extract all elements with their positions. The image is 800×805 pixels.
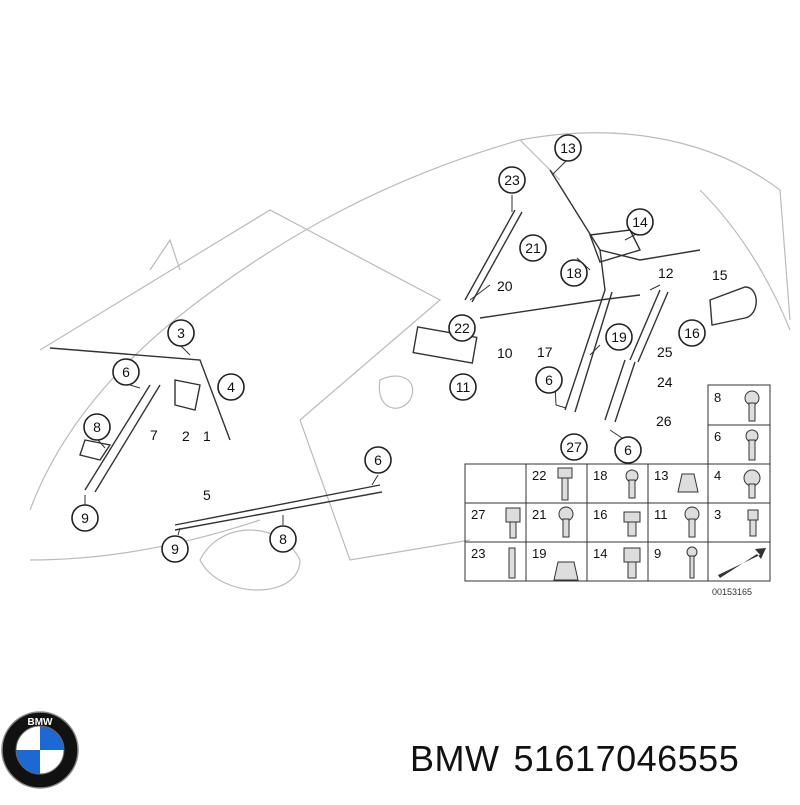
part-label-25: 25: [657, 344, 673, 360]
grid-part-16: 16: [593, 507, 607, 522]
callout-6: 6: [535, 366, 563, 394]
callout-9: 9: [161, 535, 189, 563]
parts-grid: [464, 384, 771, 582]
part-label-20: 20: [497, 278, 513, 294]
grid-part-23: 23: [471, 546, 485, 561]
grid-part-6: 6: [714, 429, 721, 444]
car-outline: [29, 132, 791, 591]
svg-text:19: 19: [611, 329, 627, 345]
svg-text:9: 9: [171, 541, 179, 557]
grid-part-18: 18: [593, 468, 607, 483]
callout-27: 27: [560, 433, 588, 461]
svg-text:22: 22: [454, 320, 470, 336]
callout-6: 6: [614, 436, 642, 464]
grid-part-19: 19: [532, 546, 546, 561]
callout-6: 6: [112, 358, 140, 386]
callout-21: 21: [519, 234, 547, 262]
leader-lines: [84, 159, 661, 536]
part-label-5: 5: [203, 487, 211, 503]
part-label-24: 24: [657, 374, 673, 390]
svg-text:4: 4: [227, 379, 235, 395]
part-label-2: 2: [182, 428, 190, 444]
svg-text:9: 9: [81, 510, 89, 526]
grid-part-3: 3: [714, 507, 721, 522]
bmw-logo-lettering: BMW: [28, 717, 54, 728]
svg-text:6: 6: [545, 372, 553, 388]
grid-part-22: 22: [532, 468, 546, 483]
grid-part-13: 13: [654, 468, 668, 483]
svg-text:6: 6: [624, 442, 632, 458]
grid-part-8: 8: [714, 390, 721, 405]
part-number: 51617046555: [513, 738, 740, 779]
svg-text:8: 8: [93, 419, 101, 435]
callout-22: 22: [448, 314, 476, 342]
svg-text:23: 23: [504, 172, 520, 188]
svg-text:27: 27: [566, 439, 582, 455]
svg-text:3: 3: [177, 325, 185, 341]
part-label-1: 1: [203, 428, 211, 444]
svg-text:8: 8: [279, 531, 287, 547]
callout-3: 3: [167, 319, 195, 347]
callout-19: 19: [605, 323, 633, 351]
footer-caption: BMW 51617046555: [410, 738, 753, 780]
callout-6: 6: [364, 446, 392, 474]
part-label-15: 15: [712, 267, 728, 283]
drawing-number: 00153165: [712, 587, 752, 597]
brand-name: BMW: [410, 738, 500, 779]
callout-11: 11: [449, 373, 477, 401]
grid-part-14: 14: [593, 546, 607, 561]
callout-16: 16: [678, 319, 706, 347]
part-label-7: 7: [150, 427, 158, 443]
grid-part-11: 11: [654, 507, 668, 522]
part-label-26: 26: [656, 413, 672, 429]
svg-text:11: 11: [456, 379, 471, 395]
callout-4: 4: [217, 373, 245, 401]
svg-text:6: 6: [122, 364, 130, 380]
grid-part-4: 4: [714, 468, 721, 483]
callout-9: 9: [71, 504, 99, 532]
callout-14: 14: [626, 208, 654, 236]
svg-text:16: 16: [684, 325, 700, 341]
callout-8: 8: [83, 413, 111, 441]
svg-text:18: 18: [566, 265, 582, 281]
svg-text:14: 14: [632, 214, 648, 230]
grid-part-27: 27: [471, 507, 485, 522]
part-label-12: 12: [658, 265, 674, 281]
callout-23: 23: [498, 166, 526, 194]
svg-text:21: 21: [525, 240, 541, 256]
structural-parts: [49, 169, 757, 531]
svg-text:13: 13: [560, 140, 576, 156]
part-label-17: 17: [537, 344, 553, 360]
direction-arrow-icon: [718, 548, 766, 578]
grid-part-21: 21: [532, 507, 546, 522]
callout-13: 13: [554, 134, 582, 162]
svg-text:6: 6: [374, 452, 382, 468]
callout-8: 8: [269, 525, 297, 553]
grid-part-9: 9: [654, 546, 661, 561]
callout-18: 18: [560, 259, 588, 287]
part-label-10: 10: [497, 345, 513, 361]
fastener-icons: [505, 390, 761, 581]
bmw-logo-icon: BMW: [1, 711, 79, 789]
